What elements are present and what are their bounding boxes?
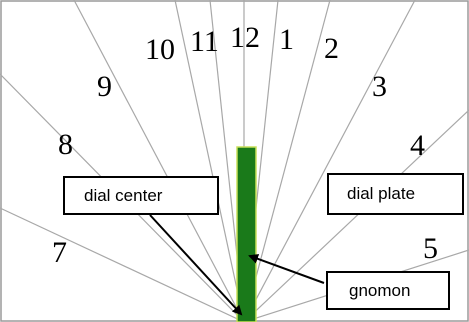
hour-label-12: 12 <box>230 21 260 54</box>
hour-line-4 <box>243 109 469 322</box>
hour-line-9 <box>73 0 245 322</box>
gnomon-bar <box>236 146 257 322</box>
gnomon-label: gnomon <box>326 271 450 310</box>
hour-label-3: 3 <box>372 70 387 103</box>
hour-line-2 <box>243 0 331 322</box>
hour-line-3 <box>243 0 416 322</box>
dial-center-arrow <box>149 214 243 316</box>
hour-label-2: 2 <box>324 32 339 65</box>
gnomon-arrow <box>248 254 325 284</box>
dial-center-label: dial center <box>63 176 219 215</box>
hour-line-7 <box>0 207 245 322</box>
dial-plate-label: dial plate <box>327 173 464 215</box>
hour-label-8: 8 <box>58 128 73 161</box>
hour-label-10: 10 <box>145 33 175 66</box>
hour-label-7: 7 <box>52 236 67 269</box>
hour-label-5: 5 <box>423 232 438 265</box>
hour-line-10 <box>174 0 245 322</box>
hour-label-11: 11 <box>190 25 219 58</box>
hour-label-9: 9 <box>97 70 112 103</box>
hour-label-4: 4 <box>410 129 425 162</box>
hour-label-1: 1 <box>279 23 294 56</box>
